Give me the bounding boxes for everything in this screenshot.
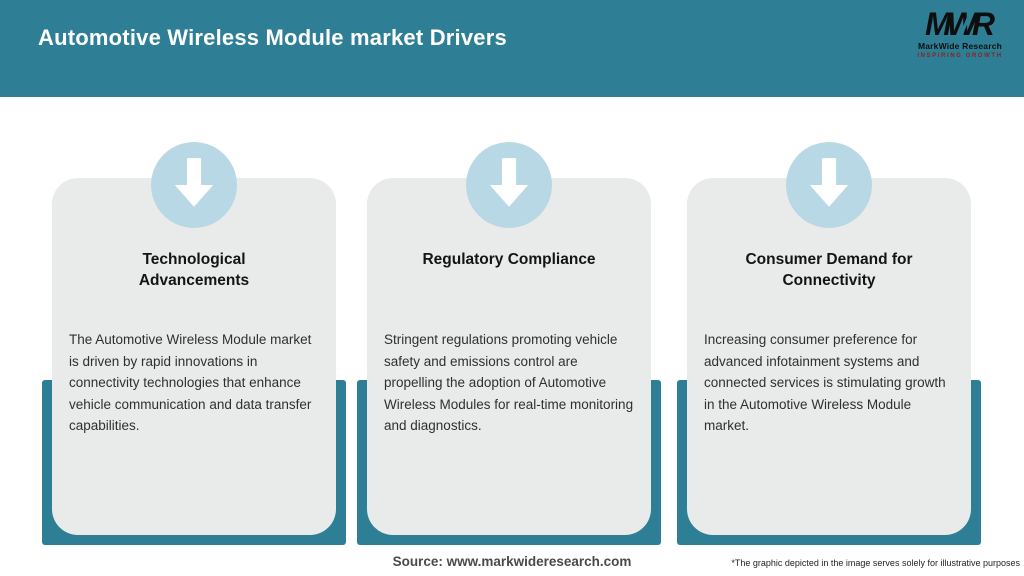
header-bar: Automotive Wireless Module market Driver… [0, 0, 1024, 97]
arrow-down-icon [151, 142, 237, 228]
mwr-monogram: MWR [925, 8, 995, 40]
arrow-down-icon [786, 142, 872, 228]
arrow-down-icon [466, 142, 552, 228]
card-title: Technological Advancements [138, 251, 250, 289]
card-description: Stringent regulations promoting vehicle … [384, 332, 634, 434]
driver-card-regulatory-compliance [367, 178, 651, 535]
card-description: Increasing consumer preference for advan… [704, 332, 946, 434]
disclaimer-note: *The graphic depicted in the image serve… [731, 558, 1020, 568]
page-title: Automotive Wireless Module market Driver… [38, 25, 507, 50]
card-description: The Automotive Wireless Module market is… [69, 332, 312, 434]
driver-card-consumer-demand [687, 178, 971, 535]
card-title: Consumer Demand for Connectivity [745, 251, 913, 289]
arrow-down-glyph [174, 158, 214, 207]
driver-card-technological-advancements [52, 178, 336, 535]
source-attribution: Source: www.markwideresearch.com [392, 554, 632, 569]
logo-company-name: MarkWide Research [917, 41, 1003, 51]
logo-tagline: INSPIRING GROWTH [917, 52, 1003, 59]
markwide-research-logo: MWR MarkWide Research INSPIRING GROWTH [912, 8, 1008, 59]
arrow-down-glyph [809, 158, 849, 207]
mwr-monogram-text: MWR [925, 6, 995, 42]
card-title: Regulatory Compliance [422, 251, 596, 268]
arrow-down-glyph [489, 158, 529, 207]
